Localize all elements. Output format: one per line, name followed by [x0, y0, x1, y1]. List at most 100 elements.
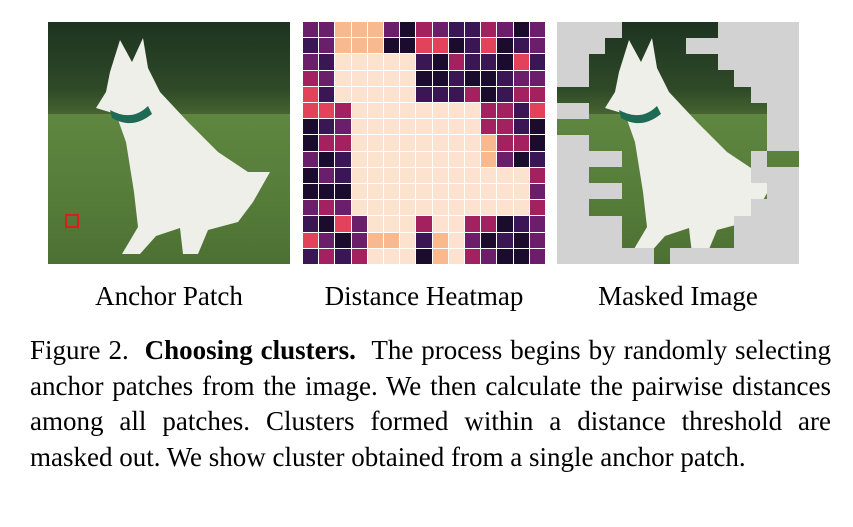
mask-cell: [670, 103, 686, 119]
mask-cell: [702, 135, 718, 151]
heatmap-cell: [497, 135, 513, 151]
heatmap-cell: [319, 135, 335, 151]
heatmap-cell: [464, 135, 481, 151]
heatmap-cell: [481, 151, 497, 167]
mask-cell: [702, 183, 718, 199]
heatmap-cell: [383, 86, 400, 102]
mask-cell: [783, 151, 799, 167]
figure-number: Figure 2.: [30, 335, 129, 365]
heatmap-cell: [303, 119, 319, 135]
mask-cell: [686, 183, 702, 199]
heatmap-cell: [400, 151, 416, 167]
mask-cell: [622, 135, 638, 151]
heatmap-cell: [464, 86, 481, 102]
mask-cell: [766, 199, 783, 216]
heatmap-cell: [481, 135, 497, 151]
heatmap-cell: [448, 216, 464, 232]
heatmap-cell: [335, 54, 351, 70]
heatmap-cell: [400, 135, 416, 151]
heatmap-cell: [481, 183, 497, 200]
heatmap-cell: [400, 167, 416, 183]
mask-cell: [638, 232, 654, 248]
mask-cell: [557, 134, 574, 152]
heatmap-cell: [481, 216, 497, 232]
mask-cell: [605, 215, 622, 232]
mask-cell: [622, 167, 638, 183]
heatmap-cell: [319, 38, 335, 54]
heatmap-cell: [303, 248, 319, 264]
heatmap-cell: [513, 167, 529, 183]
mask-cell: [782, 70, 799, 87]
mask-cell: [605, 38, 621, 54]
mask-cell: [734, 215, 751, 232]
mask-cell: [654, 151, 670, 167]
heatmap-cell: [319, 167, 335, 183]
mask-cell: [718, 54, 735, 71]
mask-cell: [638, 135, 654, 151]
heatmap-cell: [432, 102, 448, 119]
mask-cell: [638, 151, 654, 167]
heatmap-cell: [303, 200, 319, 216]
heatmap-cell: [303, 102, 319, 119]
heatmap-cell: [303, 216, 319, 232]
mask-cell: [573, 87, 589, 103]
mask-cell: [573, 231, 590, 248]
mask-cell: [622, 87, 638, 103]
mask-cell: [734, 119, 750, 135]
mask-cell: [718, 70, 734, 86]
mask-cell: [734, 54, 751, 71]
heatmap-cell: [335, 216, 351, 232]
mask-cell: [573, 199, 590, 216]
mask-cell: [670, 135, 686, 151]
mask-cell: [573, 38, 590, 55]
mask-cell: [782, 86, 799, 103]
mask-cell: [638, 22, 654, 38]
mask-cell: [605, 151, 622, 168]
mask-cell: [589, 119, 605, 135]
mask-cell: [766, 22, 783, 39]
heatmap-cell: [335, 248, 351, 264]
mask-cell: [670, 151, 686, 167]
heatmap-cell: [400, 102, 416, 119]
heatmap-cell: [529, 102, 545, 119]
heatmap-cell: [383, 167, 400, 183]
mask-cell: [638, 38, 654, 54]
heatmap-cell: [383, 248, 400, 264]
mask-cell: [605, 22, 622, 39]
mask-cell: [750, 215, 767, 232]
mask-cell: [622, 216, 638, 232]
heatmap-cell: [383, 216, 400, 232]
heatmap-cell: [464, 232, 481, 248]
mask-cell: [766, 86, 783, 103]
mask-cell: [638, 87, 654, 103]
heatmap-cell: [529, 183, 545, 200]
mask-cell: [557, 119, 573, 135]
mask-cell: [557, 167, 574, 184]
mask-cell: [638, 119, 654, 135]
heatmap-cell: [335, 183, 351, 200]
heatmap-cell: [416, 102, 432, 119]
heatmap-cell: [351, 38, 367, 54]
heatmap-cell: [432, 232, 448, 248]
heatmap-cell: [367, 54, 383, 70]
heatmap-cell: [335, 135, 351, 151]
heatmap-cell: [497, 86, 513, 102]
mask-cell: [654, 54, 670, 70]
mask-cell: [605, 167, 621, 183]
heatmap-cell: [513, 151, 529, 167]
mask-cell: [750, 70, 767, 87]
heatmap-cell: [432, 119, 448, 135]
heatmap-cell: [400, 54, 416, 70]
mask-cell: [702, 87, 718, 103]
heatmap-cell: [529, 167, 545, 183]
heatmap-cell: [303, 167, 319, 183]
heatmap-cell: [335, 86, 351, 102]
heatmap-cell: [367, 102, 383, 119]
mask-cell: [782, 199, 799, 216]
mask-cell: [750, 54, 767, 71]
mask-cell: [573, 134, 590, 152]
mask-cell: [750, 22, 767, 39]
heatmap-cell: [481, 232, 497, 248]
mask-cell: [686, 22, 702, 38]
mask-cell: [686, 38, 703, 55]
